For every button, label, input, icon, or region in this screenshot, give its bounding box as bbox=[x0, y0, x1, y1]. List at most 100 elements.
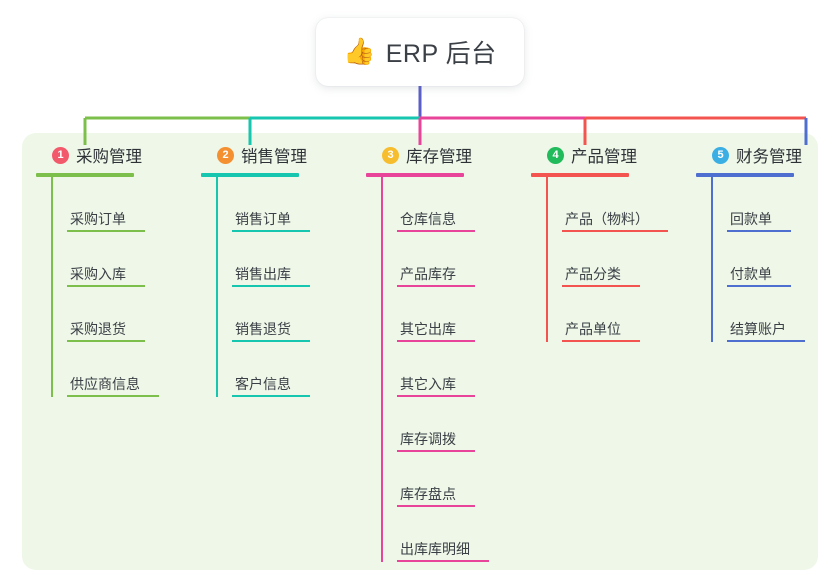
root-node-card[interactable]: 👍 ERP 后台 bbox=[316, 18, 524, 86]
list-item-rule bbox=[397, 395, 475, 397]
list-item-label: 回款单 bbox=[730, 210, 772, 227]
list-item-rule bbox=[67, 340, 145, 342]
column-5: 5 财务管理回款单付款单结算账户 bbox=[696, 143, 826, 342]
column-spine bbox=[546, 177, 548, 342]
list-item-rule bbox=[562, 285, 640, 287]
list-item[interactable]: 产品库存 bbox=[382, 232, 516, 287]
list-item-label: 客户信息 bbox=[235, 375, 291, 392]
column-items: 仓库信息产品库存其它出库其它入库库存调拨库存盘点出库库明细 bbox=[366, 177, 516, 562]
list-item-rule bbox=[562, 230, 668, 232]
list-item-rule bbox=[397, 340, 475, 342]
list-item[interactable]: 销售出库 bbox=[217, 232, 351, 287]
list-item[interactable]: 销售订单 bbox=[217, 177, 351, 232]
column-header-4[interactable]: 4 产品管理 bbox=[531, 143, 691, 167]
column-header-rule bbox=[531, 173, 629, 177]
list-item[interactable]: 采购退货 bbox=[52, 287, 186, 342]
list-item-label: 产品分类 bbox=[565, 265, 621, 282]
list-item[interactable]: 其它入库 bbox=[382, 342, 516, 397]
column-header-5[interactable]: 5 财务管理 bbox=[696, 143, 826, 167]
list-item-rule bbox=[397, 505, 475, 507]
list-item-label: 销售出库 bbox=[235, 265, 291, 282]
list-item-label: 库存盘点 bbox=[400, 485, 456, 502]
thumbs-up-icon: 👍 bbox=[343, 36, 376, 66]
column-header-3[interactable]: 3 库存管理 bbox=[366, 143, 516, 167]
list-item[interactable]: 产品（物料） bbox=[547, 177, 691, 232]
list-item-rule bbox=[67, 395, 159, 397]
list-item[interactable]: 采购入库 bbox=[52, 232, 186, 287]
list-item-rule bbox=[727, 285, 791, 287]
column-header-1[interactable]: 1 采购管理 bbox=[36, 143, 186, 167]
list-item-label: 采购订单 bbox=[70, 210, 126, 227]
column-1: 1 采购管理采购订单采购入库采购退货供应商信息 bbox=[36, 143, 186, 397]
list-item-label: 产品（物料） bbox=[565, 210, 649, 227]
list-item[interactable]: 回款单 bbox=[712, 177, 826, 232]
column-3: 3 库存管理仓库信息产品库存其它出库其它入库库存调拨库存盘点出库库明细 bbox=[366, 143, 516, 562]
column-spine bbox=[711, 177, 713, 342]
column-2: 2 销售管理销售订单销售出库销售退货客户信息 bbox=[201, 143, 351, 397]
list-item-rule bbox=[397, 450, 475, 452]
list-item-label: 其它出库 bbox=[400, 320, 456, 337]
column-title: 销售管理 bbox=[241, 148, 307, 166]
column-title: 产品管理 bbox=[571, 148, 637, 166]
list-item[interactable]: 其它出库 bbox=[382, 287, 516, 342]
column-spine bbox=[51, 177, 53, 397]
column-header-rule bbox=[366, 173, 464, 177]
list-item-rule bbox=[727, 230, 791, 232]
list-item[interactable]: 结算账户 bbox=[712, 287, 826, 342]
list-item-rule bbox=[397, 560, 489, 562]
list-item-label: 出库库明细 bbox=[400, 540, 470, 557]
list-item-label: 产品库存 bbox=[400, 265, 456, 282]
list-item-label: 结算账户 bbox=[730, 320, 786, 337]
column-spine bbox=[216, 177, 218, 397]
list-item-label: 销售订单 bbox=[235, 210, 291, 227]
list-item-rule bbox=[397, 230, 475, 232]
list-item[interactable]: 采购订单 bbox=[52, 177, 186, 232]
list-item-rule bbox=[232, 230, 310, 232]
list-item-label: 产品单位 bbox=[565, 320, 621, 337]
column-items: 采购订单采购入库采购退货供应商信息 bbox=[36, 177, 186, 397]
list-item[interactable]: 仓库信息 bbox=[382, 177, 516, 232]
column-badge-icon: 2 bbox=[217, 146, 234, 164]
column-badge-icon: 1 bbox=[52, 146, 69, 164]
column-title: 财务管理 bbox=[736, 148, 802, 166]
list-item[interactable]: 供应商信息 bbox=[52, 342, 186, 397]
list-item-rule bbox=[727, 340, 805, 342]
list-item[interactable]: 产品分类 bbox=[547, 232, 691, 287]
list-item[interactable]: 付款单 bbox=[712, 232, 826, 287]
list-item[interactable]: 产品单位 bbox=[547, 287, 691, 342]
root-node-title: ERP 后台 bbox=[385, 40, 497, 68]
list-item[interactable]: 销售退货 bbox=[217, 287, 351, 342]
column-header-2[interactable]: 2 销售管理 bbox=[201, 143, 351, 167]
column-title: 库存管理 bbox=[406, 148, 472, 166]
column-4: 4 产品管理产品（物料） 产品分类产品单位 bbox=[531, 143, 691, 342]
list-item[interactable]: 库存盘点 bbox=[382, 452, 516, 507]
list-item-rule bbox=[397, 285, 475, 287]
column-header-rule bbox=[696, 173, 794, 177]
column-header-rule bbox=[36, 173, 134, 177]
list-item-label: 库存调拨 bbox=[400, 430, 456, 447]
list-item-rule bbox=[232, 340, 310, 342]
list-item-rule bbox=[67, 285, 145, 287]
column-badge-icon: 5 bbox=[712, 146, 729, 164]
list-item-label: 销售退货 bbox=[235, 320, 291, 337]
mindmap-board bbox=[22, 133, 818, 570]
list-item-label: 供应商信息 bbox=[70, 375, 140, 392]
column-spine bbox=[381, 177, 383, 562]
list-item-rule bbox=[232, 395, 310, 397]
column-items: 销售订单销售出库销售退货客户信息 bbox=[201, 177, 351, 397]
list-item-rule bbox=[562, 340, 640, 342]
column-items: 回款单付款单结算账户 bbox=[696, 177, 826, 342]
list-item[interactable]: 客户信息 bbox=[217, 342, 351, 397]
column-badge-icon: 3 bbox=[382, 146, 399, 164]
list-item-label: 付款单 bbox=[730, 265, 772, 282]
list-item[interactable]: 出库库明细 bbox=[382, 507, 516, 562]
list-item[interactable]: 库存调拨 bbox=[382, 397, 516, 452]
list-item-label: 仓库信息 bbox=[400, 210, 456, 227]
column-title: 采购管理 bbox=[76, 148, 142, 166]
list-item-rule bbox=[232, 285, 310, 287]
column-items: 产品（物料） 产品分类产品单位 bbox=[531, 177, 691, 342]
column-badge-icon: 4 bbox=[547, 146, 564, 164]
list-item-label: 采购退货 bbox=[70, 320, 126, 337]
list-item-rule bbox=[67, 230, 145, 232]
